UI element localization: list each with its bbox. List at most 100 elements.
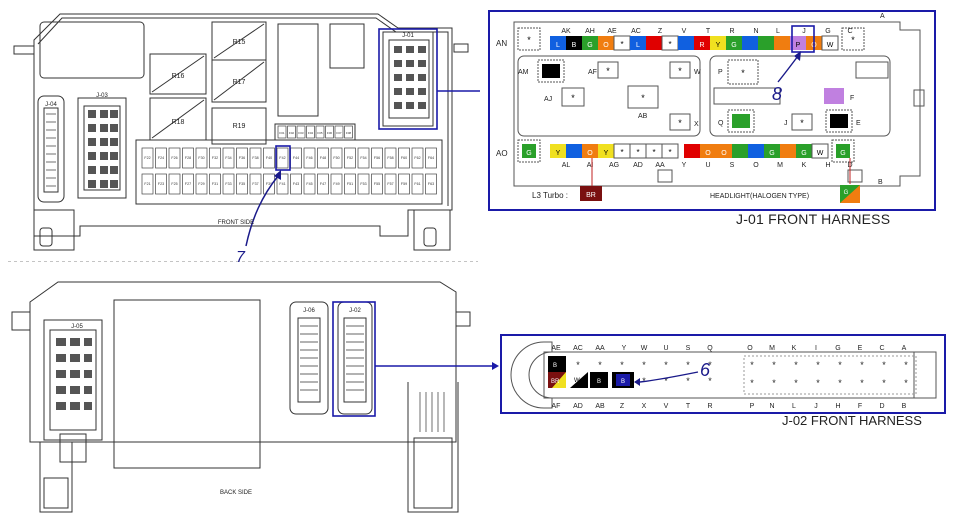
- svg-text:*: *: [860, 360, 864, 370]
- svg-text:F: F: [850, 95, 854, 102]
- svg-text:G: G: [801, 150, 806, 157]
- svg-text:G: G: [769, 150, 774, 157]
- svg-text:W: W: [574, 378, 580, 384]
- svg-text:*: *: [741, 68, 745, 78]
- svg-text:*: *: [668, 40, 671, 49]
- fuse-label: F46: [306, 156, 312, 160]
- svg-text:*: *: [642, 360, 646, 370]
- svg-text:A: A: [902, 345, 907, 352]
- svg-text:AD: AD: [573, 403, 583, 410]
- svg-text:B: B: [572, 42, 577, 49]
- fuse-label: F56: [374, 156, 380, 160]
- headlight-label: HEADLIGHT(HALOGEN TYPE): [710, 193, 809, 200]
- svg-text:*: *: [620, 40, 623, 49]
- fuse-label: F40: [266, 156, 272, 160]
- fuse-slot: [263, 173, 275, 195]
- svg-text:Z: Z: [620, 403, 625, 410]
- svg-text:Y: Y: [622, 345, 627, 352]
- fuse-slot: [317, 173, 329, 195]
- svg-text:AA: AA: [655, 162, 665, 169]
- svg-text:AE: AE: [551, 345, 561, 352]
- svg-text:N: N: [753, 28, 758, 35]
- fuse-label: F41: [279, 182, 285, 186]
- svg-text:P: P: [750, 403, 755, 410]
- top-housing-outline: [33, 13, 453, 237]
- svg-text:P: P: [796, 42, 801, 49]
- j02-right-pins: **** **** **** ****: [750, 360, 908, 388]
- fuse-label: F02: [289, 131, 295, 135]
- fuse-label: F26: [171, 156, 177, 160]
- svg-text:BR: BR: [551, 379, 560, 385]
- svg-text:W: W: [694, 69, 701, 76]
- fuse-label: F03: [298, 131, 304, 135]
- fuse-slot: [325, 125, 334, 139]
- fuse-slot: [236, 147, 248, 169]
- svg-text:R: R: [707, 403, 712, 410]
- front-side-label: FRONT SIDE: [218, 220, 254, 226]
- fuse-slot: [411, 173, 424, 195]
- svg-text:J: J: [784, 120, 788, 127]
- fuse-label: F05: [317, 131, 323, 135]
- svg-text:AH: AH: [585, 28, 595, 35]
- svg-text:*: *: [664, 360, 668, 370]
- svg-text:O: O: [603, 42, 609, 49]
- svg-text:*: *: [641, 93, 645, 103]
- svg-text:AD: AD: [633, 162, 643, 169]
- fuse-label: F08: [346, 131, 352, 135]
- svg-text:V: V: [682, 28, 687, 35]
- svg-text:J: J: [814, 403, 818, 410]
- relay-r17: R17: [233, 79, 246, 86]
- svg-text:AF: AF: [552, 403, 561, 410]
- svg-text:G: G: [731, 42, 736, 49]
- fuse-slot: [344, 173, 356, 195]
- fuse-slot: [398, 173, 410, 195]
- svg-text:Y: Y: [716, 42, 721, 49]
- svg-text:G: G: [526, 150, 531, 157]
- fuse-label: F60: [401, 156, 407, 160]
- svg-text:O: O: [587, 150, 593, 157]
- svg-text:*: *: [620, 360, 624, 370]
- svg-text:*: *: [794, 378, 798, 388]
- svg-text:*: *: [571, 93, 575, 103]
- svg-text:O: O: [753, 162, 759, 169]
- svg-text:G: G: [844, 190, 849, 196]
- fuse-slot: [195, 173, 208, 195]
- fuse-slot: [155, 173, 167, 195]
- relay-r15: R15: [233, 39, 246, 46]
- svg-text:B: B: [553, 363, 557, 369]
- fuse-slot: [384, 147, 397, 169]
- fuse-label: F30: [198, 156, 204, 160]
- fuse-slot: [330, 173, 343, 195]
- svg-text:*: *: [686, 360, 690, 370]
- annotation-8: 8: [772, 84, 782, 104]
- side-label-a: A: [880, 13, 885, 20]
- svg-text:*: *: [851, 35, 855, 45]
- svg-text:*: *: [606, 66, 610, 76]
- svg-text:K: K: [802, 162, 807, 169]
- svg-text:G: G: [587, 42, 592, 49]
- fuse-slot: [222, 173, 235, 195]
- connector-j04-label: J-04: [45, 102, 57, 108]
- fuse-slot: [141, 173, 154, 195]
- fuse-label: F64: [428, 156, 434, 160]
- fuse-label: F21: [144, 182, 150, 186]
- svg-text:AB: AB: [595, 403, 605, 410]
- fuse-label: F37: [252, 182, 258, 186]
- svg-text:*: *: [904, 360, 908, 370]
- fuse-slot: [287, 125, 296, 139]
- svg-text:*: *: [860, 378, 864, 388]
- svg-text:*: *: [678, 118, 682, 128]
- side-label-am: AM: [518, 69, 529, 76]
- svg-text:AG: AG: [609, 162, 619, 169]
- svg-text:AA: AA: [595, 345, 605, 352]
- fuse-slot: [371, 147, 383, 169]
- svg-text:U: U: [705, 162, 710, 169]
- relay-r16: R16: [172, 73, 185, 80]
- svg-text:AC: AC: [573, 345, 583, 352]
- j01-an-row: L B G O * L * R Y G P O W *: [550, 27, 865, 51]
- fuse-label: F59: [401, 182, 407, 186]
- fuse-label: F25: [171, 182, 177, 186]
- j02-detail-frame: [500, 334, 946, 414]
- fuse-label: F34: [225, 156, 231, 160]
- svg-text:O: O: [721, 150, 727, 157]
